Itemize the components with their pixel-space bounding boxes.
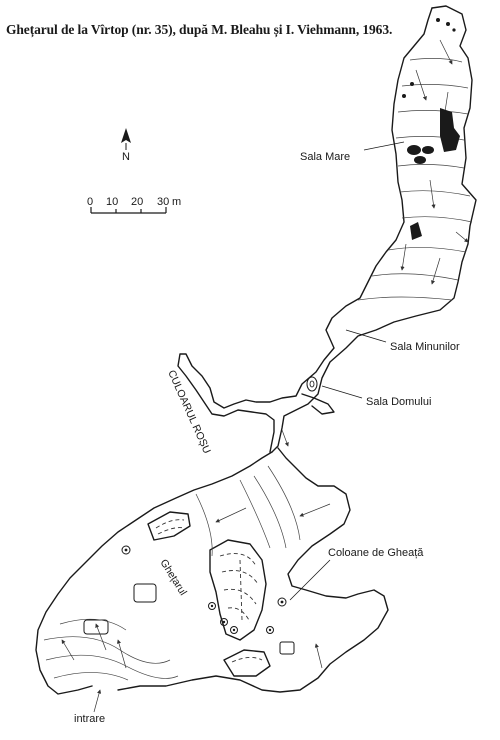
- scale-tick-0: 0: [87, 196, 93, 208]
- scale-unit: m: [172, 196, 181, 208]
- label-sala-mare: Sala Mare: [300, 151, 350, 163]
- cave-outline-upper: [177, 5, 477, 453]
- scale-bar: 0 10 20 30 m: [87, 196, 181, 214]
- north-label: N: [122, 151, 130, 163]
- label-coloane: Coloane de Gheață: [328, 547, 424, 559]
- cave-outline-lower: [35, 429, 389, 713]
- label-ghetarul: Ghețarul: [157, 557, 189, 598]
- scale-tick-20: 20: [131, 196, 143, 208]
- scale-tick-10: 10: [106, 196, 118, 208]
- north-arrow-icon: N: [121, 128, 131, 163]
- label-sala-minunilor: Sala Minunilor: [390, 341, 460, 353]
- label-intrare: intrare: [74, 713, 105, 725]
- scale-tick-30: 30: [157, 196, 169, 208]
- map-caption: Ghețarul de la Vîrtop (nr. 35), după M. …: [6, 22, 393, 37]
- label-sala-domului: Sala Domului: [366, 396, 431, 408]
